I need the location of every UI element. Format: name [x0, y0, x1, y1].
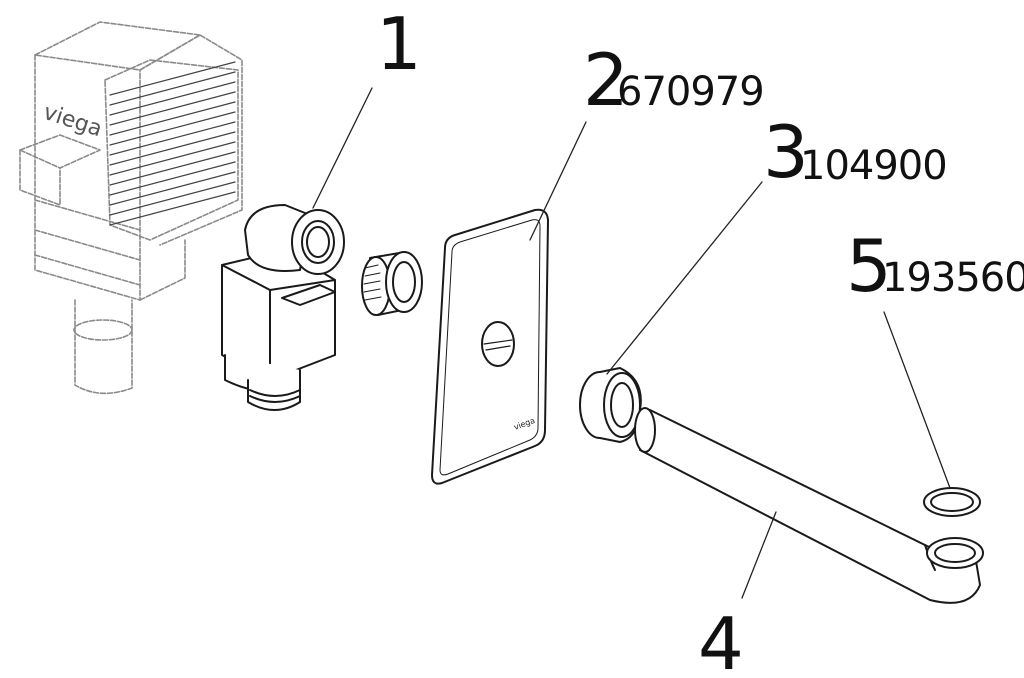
leader-lines: [312, 87, 951, 599]
article-number-5: 193560: [882, 255, 1024, 301]
callout-5: 5: [846, 224, 892, 308]
wall-box-housing: [19, 21, 243, 395]
callout-3: 3: [763, 110, 809, 194]
part-5-seal-rings: [923, 487, 984, 569]
viega-logo-housing: viega: [40, 100, 105, 142]
callout-4: 4: [698, 602, 744, 678]
article-number-2: 670979: [617, 69, 765, 115]
heat-fins: [109, 61, 236, 226]
leader-line-3: [606, 181, 763, 375]
part-1-siphon: [221, 204, 345, 411]
leader-line-1: [312, 87, 373, 209]
leader-line-2: [529, 121, 587, 241]
callout-1: 1: [376, 2, 422, 86]
article-number-3: 104900: [800, 143, 948, 189]
leader-line-5: [883, 311, 951, 489]
part-3-union-nut: [579, 367, 642, 443]
leader-line-4: [741, 511, 777, 599]
adapter-nipple: [361, 251, 423, 316]
callout-2: 2: [583, 38, 629, 122]
part-2-cover-plate: [431, 208, 549, 485]
